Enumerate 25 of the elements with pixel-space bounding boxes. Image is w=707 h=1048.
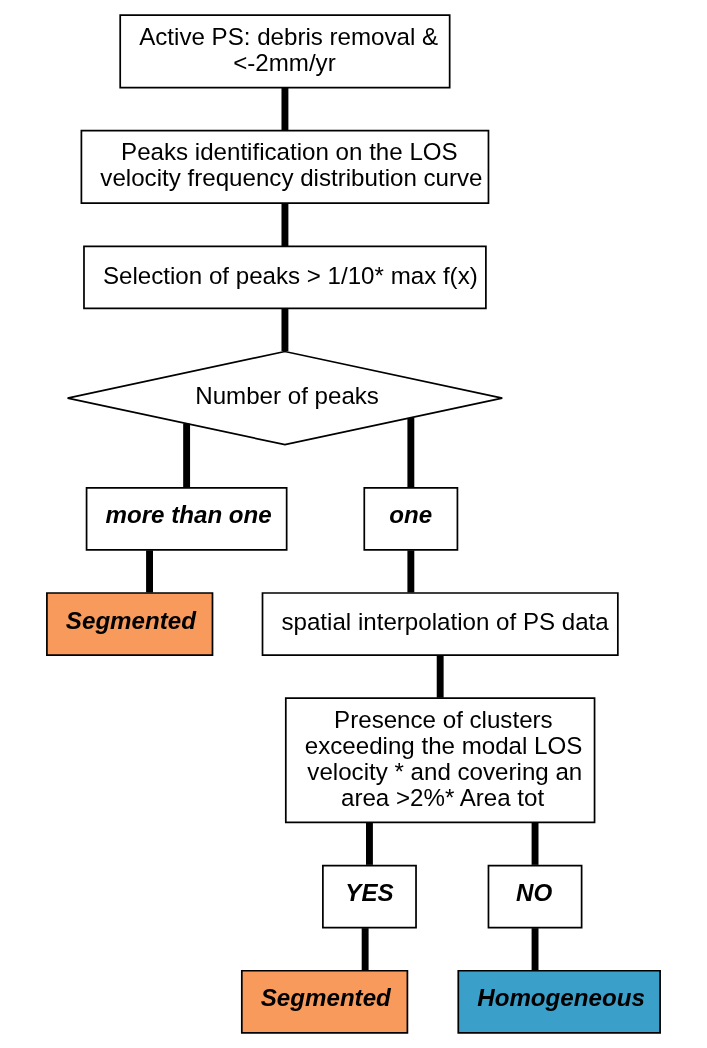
node-box: spatial interpolation of PS data: [261, 592, 619, 656]
node-diamond: Number of peaks: [66, 350, 504, 446]
connector: [407, 550, 415, 593]
connector: [436, 655, 444, 698]
node-box: NO: [487, 864, 583, 929]
node-box: Segmented: [46, 592, 214, 656]
connector: [407, 418, 415, 488]
node-box: YES: [322, 864, 417, 929]
node-box: Selection of peaks > 1/10* max f(x): [83, 245, 487, 310]
node-box: Presence of clusters exceeding the modal LOS velocity * and covering an area >2%* Area tot: [284, 697, 596, 824]
connector: [281, 308, 289, 352]
node-box: Active PS: debris removal & <-2mm/yr: [119, 14, 451, 89]
connector: [146, 550, 153, 593]
connector: [366, 822, 373, 865]
connector: [183, 423, 191, 488]
node-box: more than one: [85, 486, 288, 551]
connector: [281, 87, 289, 131]
connector: [531, 928, 539, 971]
connector: [281, 203, 289, 247]
node-box: one: [363, 486, 459, 551]
node-box: Peaks identification on the LOS velocity frequency distribution curve: [80, 129, 490, 205]
node-box: Segmented: [240, 969, 409, 1034]
connector: [531, 822, 539, 865]
connector: [361, 928, 369, 971]
node-box: Homogeneous: [457, 969, 661, 1034]
